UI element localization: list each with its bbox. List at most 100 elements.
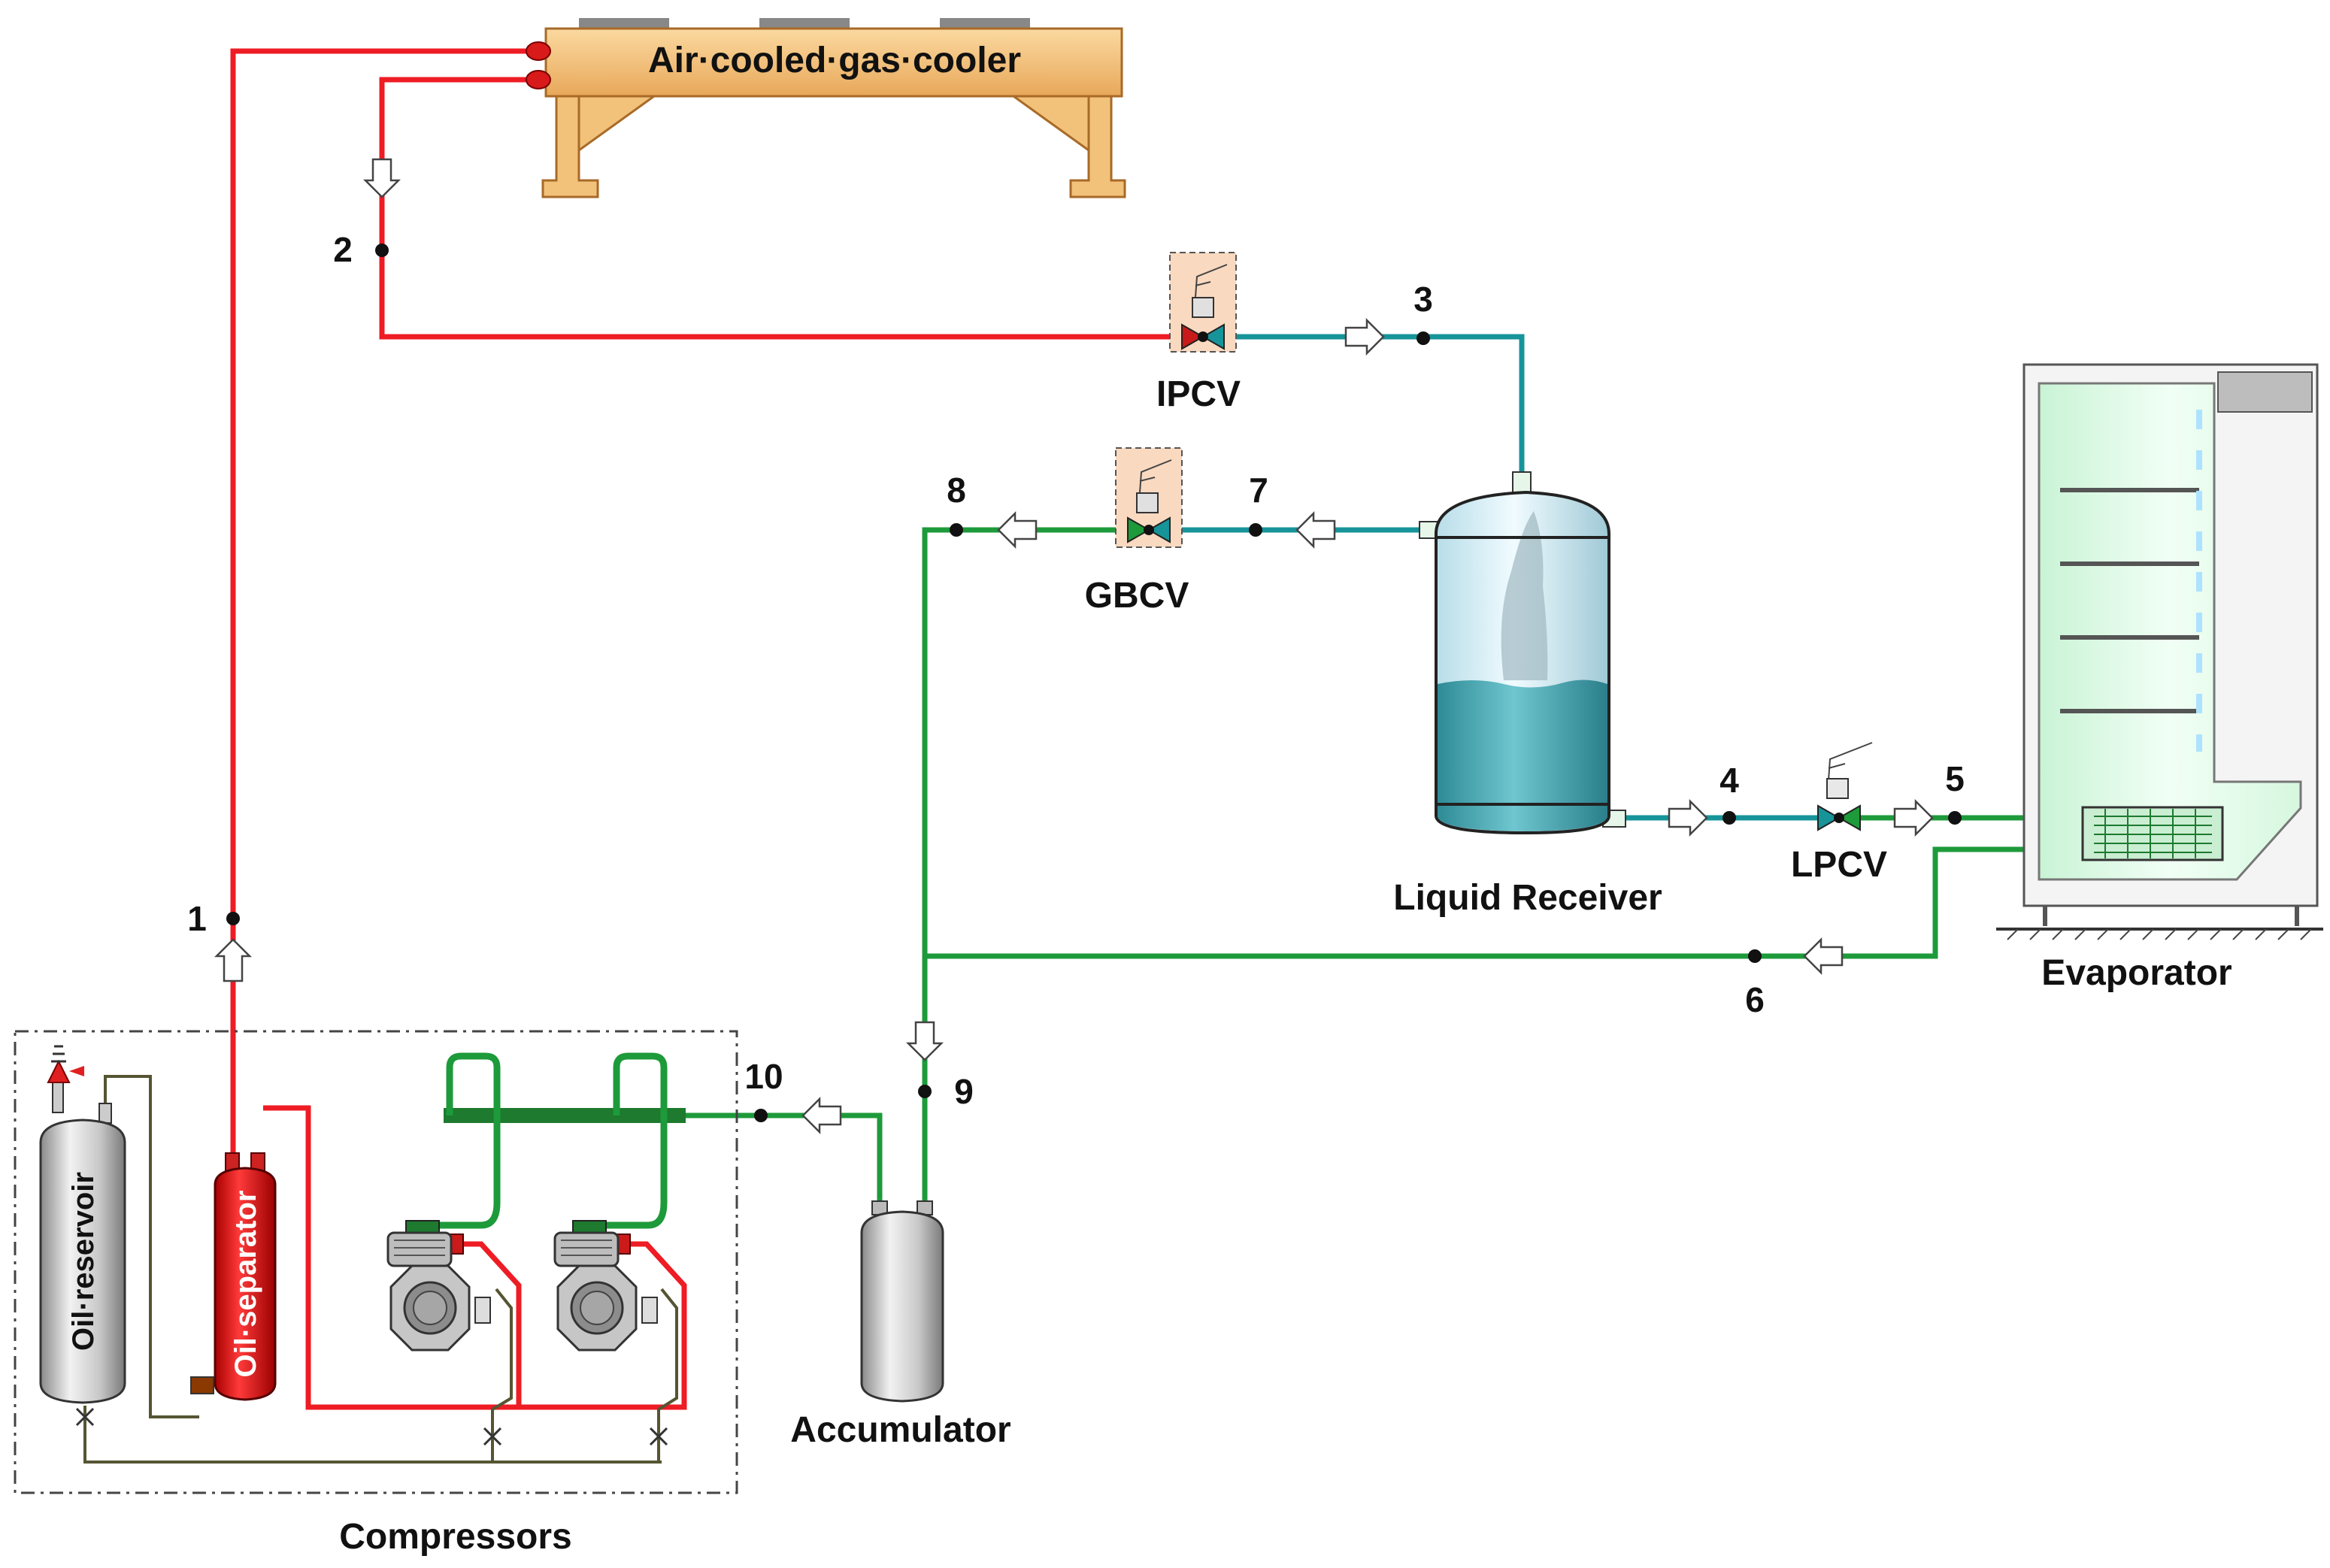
flow-arrow-left [801,1096,842,1135]
accumulator-label: Accumulator [790,1410,1010,1450]
state-point-marker [918,1085,932,1098]
state-point-marker [1249,523,1262,537]
compressor-fins [394,1240,445,1256]
state-point-label: 8 [947,471,966,510]
compressor-crankcase [580,1291,614,1325]
state-point-marker [950,523,963,537]
flow-arrow-right [1893,798,1934,837]
valve-body-icon [1127,516,1151,543]
receiver-liquid [1438,680,1607,831]
flow-arrow-left [997,510,1038,549]
relief-valve-icon [47,1059,71,1083]
compressor-head [553,1231,620,1267]
gas-cooler-body [544,27,1123,98]
accumulator-shell [860,1210,944,1403]
flow-arrow-left [1295,510,1336,549]
gbcv-label: GBCV [1085,576,1189,616]
flow-arrow-up [214,938,253,982]
state-point-marker [226,912,240,925]
fan-grille [940,18,1030,29]
state-point-marker [1748,949,1762,963]
gas-cooler-port [526,70,551,89]
pipe-ipcv-to-receiver [1224,334,1525,475]
evaporator-display-case: Evaporator [1996,363,2323,993]
state-point-marker [1948,811,1962,825]
compressor-1 [386,1220,491,1352]
flow-arrow-right [1668,798,1708,837]
oil-reservoir-label: Oil·reservoir [67,1172,100,1351]
oil-separator-drain [190,1376,214,1394]
pipe-accumulator-to-suction [686,1112,883,1210]
suction-header [444,1108,686,1123]
oil-line-comp-2 [657,1288,678,1462]
oil-line-return [104,1075,199,1418]
pipe-gbcv-to-accumulator [922,527,1137,1210]
state-point-label: 7 [1249,471,1268,510]
evaporator-coil-tubes [2094,809,2212,858]
oil-reservoir-port [98,1103,112,1124]
compressor-crankcase [413,1291,447,1325]
oil-reservoir-shell [39,1118,126,1404]
valve-body-icon [1181,323,1205,350]
compressor-fins [561,1240,612,1256]
accumulator: Accumulator [790,1200,1011,1450]
valve-body-icon [1147,516,1171,543]
valve-body-icon [1201,323,1225,350]
oil-reservoir-port [52,1082,64,1113]
flow-arrow-left [1803,937,1844,976]
state-point-label: 2 [333,230,353,269]
ipcv-label: IPCV [1156,374,1241,414]
compressor-junction-box [474,1297,491,1324]
valve-actuator-icon [1192,297,1214,318]
relief-valve-icon [69,1066,84,1076]
compressor-head [386,1231,453,1267]
state-point-marker [754,1109,768,1122]
valve-body-icon [1834,813,1844,823]
flow-arrows [214,158,1934,1135]
state-point-marker [375,244,389,257]
evaporator-label: Evaporator [2041,953,2232,993]
compressor-rack-boundary [14,1030,738,1494]
gas-cooler-port [526,41,551,61]
case-cavity [2038,382,2302,881]
state-point-labels: 1 2 3 4 5 6 7 8 9 10 [187,230,1965,1111]
oil-reservoir: Oil·reservoir [39,1045,126,1427]
valve-actuator-icon [1139,459,1172,493]
flow-arrow-down [905,1021,944,1061]
air-cooled-gas-cooler: Air·cooled·gas·cooler [526,18,1126,198]
state-point-markers [226,244,1962,1122]
state-point-label: 10 [744,1057,783,1096]
lpcv-valve[interactable]: LPCV [1791,742,1887,885]
state-point-label: 3 [1413,280,1433,319]
compressor-rack: Oil·reservoir Oil·separator [14,1030,738,1557]
ipcv-valve[interactable]: IPCV [1156,252,1241,414]
valve-actuator-icon [1195,264,1228,298]
case-canopy [2217,371,2313,413]
floor-hatch [2007,928,2312,940]
state-point-marker [1723,811,1736,825]
compressor-junction-box [641,1297,658,1324]
valve-body-icon [1837,804,1861,831]
oil-separator-label: Oil·separator [229,1191,262,1378]
gbcv-valve[interactable]: GBCV [1085,447,1189,616]
gas-cooler-brace [577,95,658,153]
valve-body-icon [1817,804,1841,831]
pipe-evaporator-return [925,846,2062,959]
lpcv-label: LPCV [1791,845,1887,885]
oil-line-comp-1 [491,1288,513,1462]
state-point-label: 1 [187,899,207,938]
liquid-receiver-label: Liquid Receiver [1393,878,1662,918]
receiver-vapor-plume [1501,511,1548,680]
gas-cooler-brace [1010,95,1090,153]
valve-actuator-icon [1828,742,1873,781]
drain-valve-icon [75,1407,95,1427]
valve-body-icon [1198,331,1208,342]
fan-grille [579,18,669,29]
oil-separator-shell [214,1167,277,1401]
gas-cooler-label: Air·cooled·gas·cooler [648,41,1021,80]
gas-cooler-leg [1069,95,1126,198]
state-point-label: 5 [1945,759,1965,798]
suction-loop-2 [604,1052,668,1229]
pipe-compressor-discharge-2 [263,1105,687,1410]
